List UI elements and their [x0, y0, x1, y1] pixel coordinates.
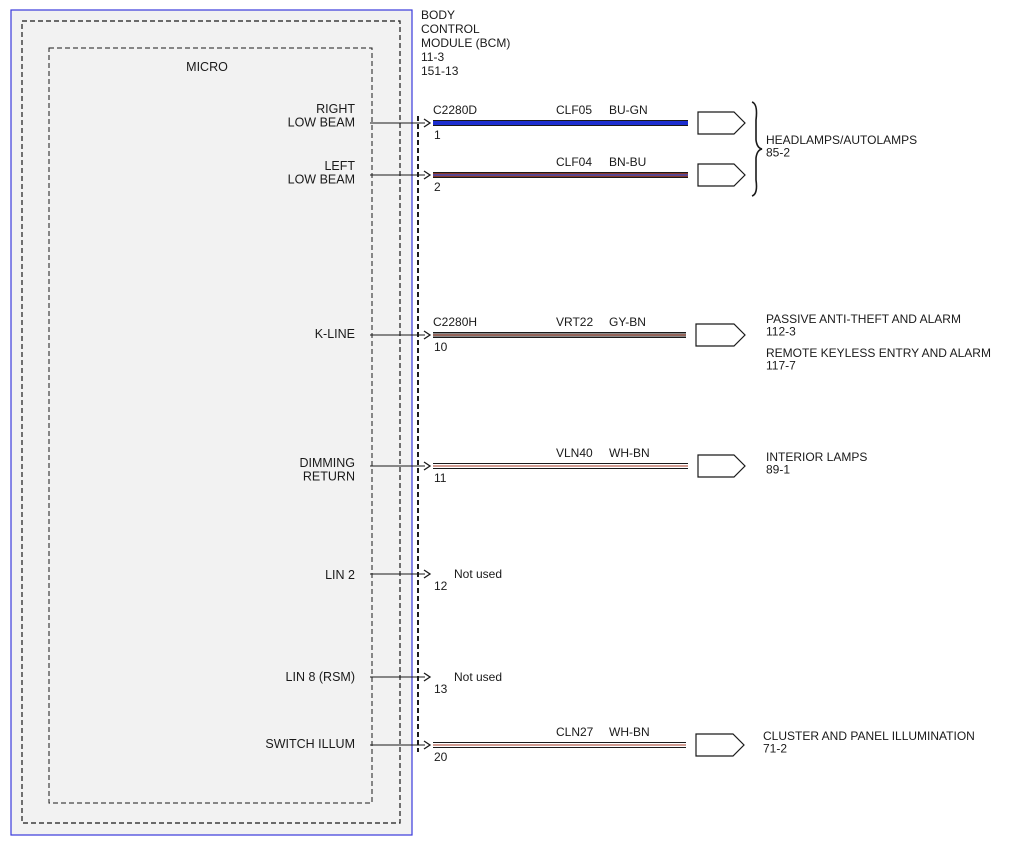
circuit-id: VLN40: [556, 446, 593, 460]
circuit-id: CLN27: [556, 725, 594, 739]
pin-number: 12: [434, 579, 448, 593]
pin-lin-2: LIN 2 12 Not used: [325, 567, 502, 593]
wire-right-low-beam: [433, 120, 688, 126]
pin-arrow-icon: [423, 118, 432, 128]
pin-arrow-icon: [423, 330, 432, 340]
pin-label: LIN 2: [325, 568, 355, 582]
wire-stripe-color: [433, 334, 686, 336]
pin-arrow-icon: [423, 461, 432, 471]
destination-name: CLUSTER AND PANEL ILLUMINATION: [763, 729, 975, 743]
pin-arrow-icon: [423, 740, 432, 750]
wire-stripe-color: [433, 122, 688, 124]
module-frame: [10, 9, 413, 836]
module-ref: 11-3: [421, 50, 444, 64]
destination-name: INTERIOR LAMPS: [766, 450, 867, 464]
connector-plug-icon: [695, 733, 745, 757]
module-title: BODY CONTROL MODULE (BCM) 11-3 151-13: [421, 8, 510, 78]
not-used-note: Not used: [454, 567, 502, 581]
circuit-id: VRT22: [556, 315, 593, 329]
wire-color-code: WH-BN: [609, 725, 650, 739]
pin-label: SWITCH ILLUM: [265, 737, 355, 751]
pin-lin-8-rsm: LIN 8 (RSM) 13 Not used: [286, 670, 502, 696]
connector-plug-icon: [697, 163, 746, 187]
pin-number: 10: [434, 340, 448, 354]
pin-arrow-icon: [423, 170, 432, 180]
connector-id: C2280H: [433, 315, 477, 329]
module-name-line: BODY: [421, 8, 455, 22]
wire-k-line: [433, 332, 686, 338]
wire-switch-illum: [433, 742, 686, 748]
pin-label: LOW BEAM: [288, 116, 355, 130]
pin-label: K-LINE: [315, 327, 355, 341]
pin-number: 2: [434, 180, 441, 194]
module-name-line: MODULE (BCM): [421, 36, 510, 50]
pin-number: 13: [434, 682, 448, 696]
pin-number: 20: [434, 750, 448, 764]
pin-switch-illum: SWITCH ILLUM 20 CLN27 WH-BN: [265, 725, 745, 764]
pin-label: RETURN: [303, 470, 355, 484]
pin-arrow-icon: [423, 672, 432, 682]
destination-name: PASSIVE ANTI-THEFT AND ALARM: [766, 312, 961, 326]
connector-plug-icon: [695, 323, 746, 347]
connector-id: C2280D: [433, 103, 477, 117]
wire-stripe-color: [433, 174, 688, 176]
destination-ref: 89-1: [766, 463, 790, 477]
not-used-note: Not used: [454, 670, 502, 684]
wire-dimming-return: [433, 463, 688, 469]
connector-plug-icon: [697, 454, 746, 478]
wire-color-code: GY-BN: [609, 315, 646, 329]
headlamps-brace: [751, 101, 763, 197]
connector-plug-icon: [697, 111, 746, 135]
destination-ref: 85-2: [766, 146, 790, 160]
destination-k-line: PASSIVE ANTI-THEFT AND ALARM112-3REMOTE …: [766, 312, 991, 373]
pin-label: LIN 8 (RSM): [286, 670, 355, 684]
destination-ref: 117-7: [766, 359, 796, 373]
pin-k-line: K-LINE 10 C2280H VRT22 GY-BN: [315, 315, 746, 354]
destination-name: HEADLAMPS/AUTOLAMPS: [766, 133, 917, 147]
pin-label: DIMMING: [299, 456, 355, 470]
wire-color-code: BN-BU: [609, 155, 646, 169]
pin-label: LEFT: [324, 159, 355, 173]
wire-stripe-color: [433, 465, 688, 467]
wire-left-low-beam: [433, 172, 688, 178]
module-name-line: CONTROL: [421, 22, 480, 36]
pin-arrow-icon: [423, 569, 432, 579]
module-ref: 151-13: [421, 64, 459, 78]
circuit-id: CLF04: [556, 155, 592, 169]
pin-number: 1: [434, 128, 441, 142]
destination-ref: 71-2: [763, 742, 787, 756]
bcm-module: MICRO: [10, 9, 413, 836]
circuit-id: CLF05: [556, 103, 592, 117]
pin-number: 11: [434, 471, 447, 485]
pin-label: RIGHT: [316, 102, 355, 116]
wire-color-code: WH-BN: [609, 446, 650, 460]
wire-color-code: BU-GN: [609, 103, 648, 117]
wire-stripe-color: [433, 744, 686, 746]
destination-ref: 112-3: [766, 325, 796, 339]
pin-label: LOW BEAM: [288, 173, 355, 187]
micro-label: MICRO: [186, 60, 228, 74]
micro-block: [48, 47, 373, 804]
destination-name: REMOTE KEYLESS ENTRY AND ALARM: [766, 346, 991, 360]
module-inner-dashed: [21, 20, 401, 824]
